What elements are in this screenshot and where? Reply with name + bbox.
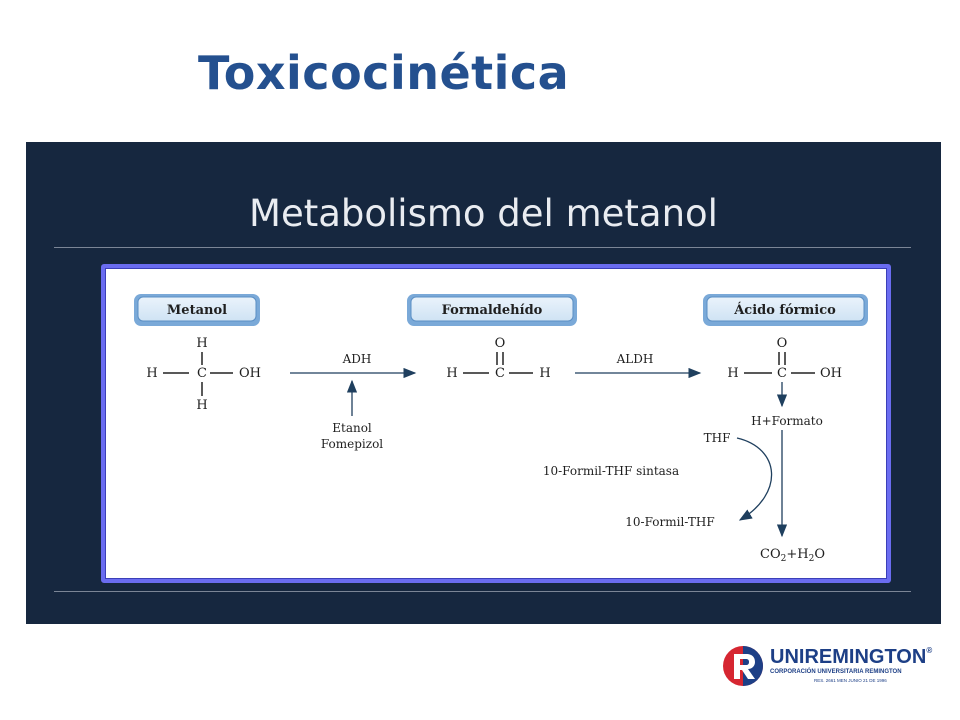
formic-acid-label: Ácido fórmico	[733, 302, 836, 318]
enzyme-aldh: ALDH	[616, 352, 654, 366]
svg-text:O: O	[777, 336, 788, 351]
svg-text:H: H	[146, 366, 157, 381]
inhibitor-ethanol: Etanol	[332, 421, 372, 435]
svg-text:C: C	[777, 366, 787, 381]
svg-text:C: C	[197, 366, 207, 381]
box-formic-acid: Ácido fórmico	[703, 294, 868, 326]
svg-text:C: C	[495, 366, 505, 381]
logo-wordmark: UNIREMINGTON®	[770, 646, 933, 668]
bottom-divider	[54, 591, 911, 592]
synthase-label: 10-Formil-THF sintasa	[543, 464, 679, 478]
svg-text:OH: OH	[820, 366, 842, 381]
svg-text:OH: OH	[239, 366, 261, 381]
formaldehyde-label: Formaldehído	[442, 303, 543, 318]
uniremington-logo: UNIREMINGTON® CORPORACIÓN UNIVERSITARIA …	[722, 642, 932, 692]
formaldehyde-structure: O H C H	[446, 336, 550, 381]
methanol-structure: H H C OH H	[146, 336, 261, 413]
svg-text:H: H	[196, 336, 207, 351]
product-label: 10-Formil-THF	[625, 515, 714, 529]
box-formaldehyde: Formaldehído	[407, 294, 577, 326]
enzyme-adh: ADH	[342, 352, 372, 366]
diagram-canvas: Metanol Formaldehído Ácido fórmico H H C	[134, 294, 868, 564]
logo-resolution: RES. 2661 MEN JUNIO 21 DE 1996	[814, 678, 887, 683]
box-methanol: Metanol	[134, 294, 260, 326]
formic-acid-structure: O H C OH	[727, 336, 842, 381]
inhibitor-fomepizole: Fomepizol	[321, 437, 383, 451]
curved-thf-arrow	[736, 437, 773, 521]
svg-text:H: H	[446, 366, 457, 381]
methanol-label: Metanol	[167, 303, 227, 318]
svg-text:H: H	[539, 366, 550, 381]
svg-text:H: H	[196, 398, 207, 413]
metabolism-diagram: Metanol Formaldehído Ácido fórmico H H C	[101, 264, 891, 583]
formate-label: H+Formato	[751, 414, 823, 428]
thf-label: THF	[704, 431, 731, 445]
svg-text:O: O	[495, 336, 506, 351]
content-panel: Metabolismo del metanol Metanol	[26, 142, 941, 624]
logo-emblem-icon	[723, 646, 763, 686]
svg-text:H: H	[727, 366, 738, 381]
final-products: CO2+H2O	[760, 547, 825, 564]
logo-subtitle: CORPORACIÓN UNIVERSITARIA REMINGTON	[770, 669, 902, 675]
panel-heading: Metabolismo del metanol	[249, 192, 718, 235]
top-divider	[54, 247, 911, 248]
slide-title: Toxicocinética	[198, 46, 570, 100]
